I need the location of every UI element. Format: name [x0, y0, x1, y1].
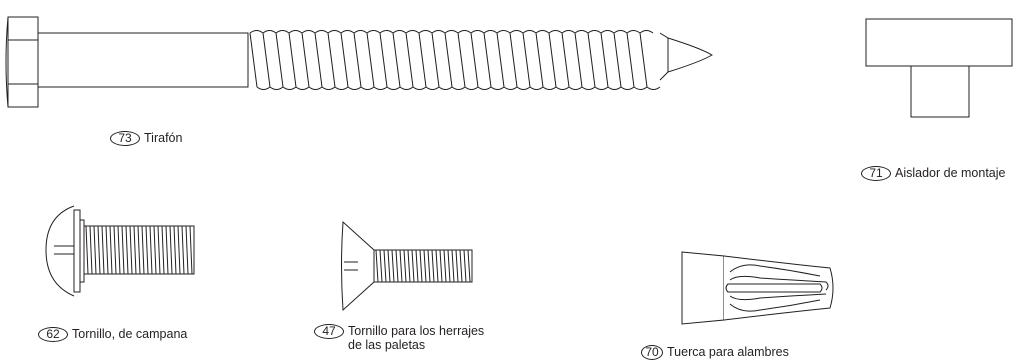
- part-label-line-2: de las paletas: [348, 338, 426, 352]
- bell-screw-caption: 62 Tornillo, de campana: [38, 327, 187, 342]
- part-number-badge: 70: [641, 345, 663, 360]
- part-label-line-1: Tornillo para los herrajes: [348, 324, 485, 338]
- mounting-insulator-illustration: [865, 18, 1025, 118]
- blade-screw-caption: 47 Tornillo para los herrajes de las pal…: [314, 324, 484, 352]
- part-label: Tornillo para los herrajes de las paleta…: [348, 324, 484, 352]
- part-label: Tirafón: [144, 131, 183, 145]
- bell-screw-illustration: [44, 204, 214, 300]
- part-label: Tuerca para alambres: [667, 345, 789, 359]
- mounting-insulator-caption: 71 Aislador de montaje: [861, 166, 1005, 181]
- part-number-badge: 71: [861, 166, 891, 181]
- wire-nut-caption: 70 Tuerca para alambres: [641, 345, 789, 360]
- part-number-badge: 62: [38, 327, 68, 342]
- part-label: Tornillo, de campana: [72, 327, 188, 341]
- blade-screw-illustration: [340, 220, 480, 312]
- lag-screw-caption: 73 Tirafón: [110, 131, 182, 146]
- part-number-badge: 73: [110, 131, 140, 146]
- wire-nut-illustration: [680, 250, 840, 326]
- part-number-badge: 47: [314, 324, 344, 339]
- part-label: Aislador de montaje: [895, 166, 1006, 180]
- lag-screw-illustration: [0, 0, 720, 120]
